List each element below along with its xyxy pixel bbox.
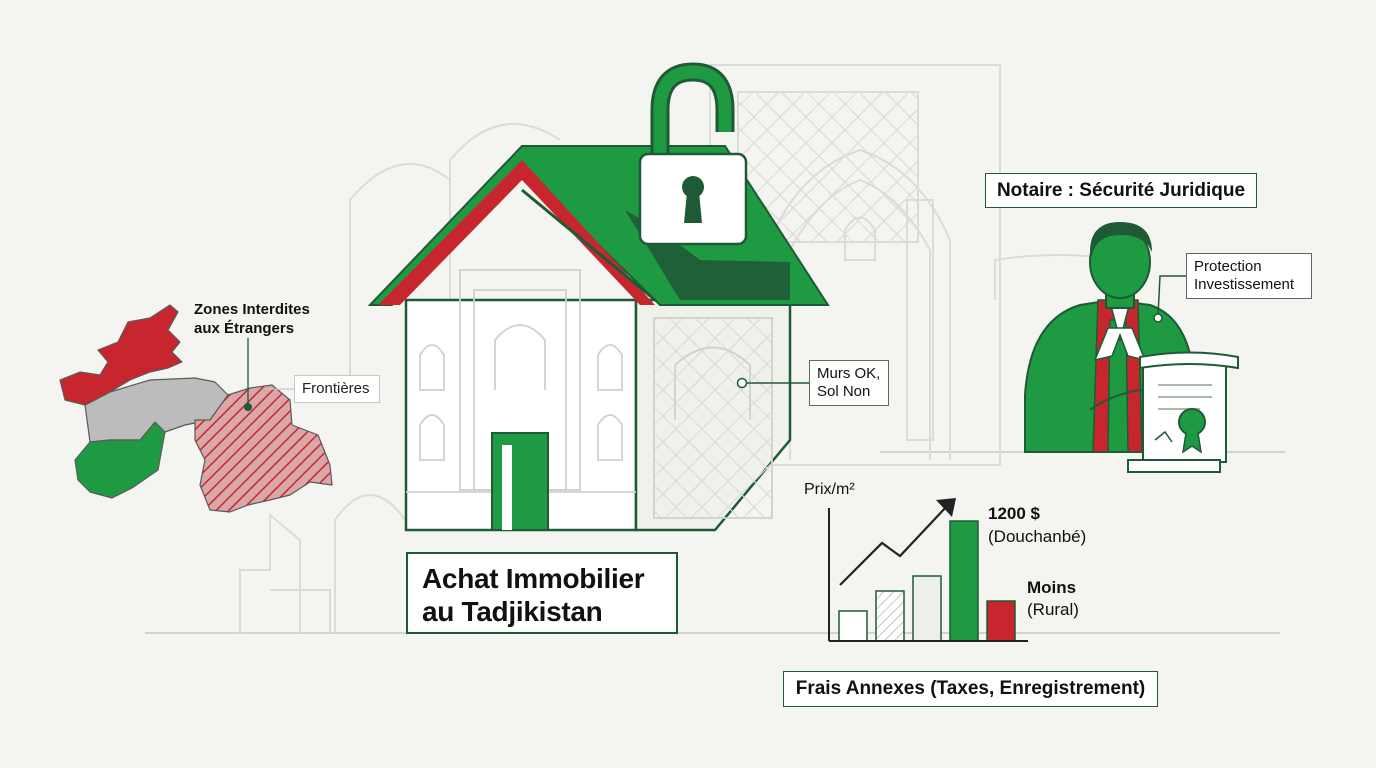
tajikistan-map: [59, 304, 333, 513]
borders-label: Frontières: [294, 375, 380, 403]
trend-arrow-head: [936, 498, 956, 517]
walls-label: Murs OK, Sol Non: [809, 360, 889, 406]
protection-connector: [1153, 275, 1186, 323]
map-region-hatched: [194, 384, 333, 513]
chart-y-axis-label: Prix/m²: [804, 481, 855, 498]
main-title: Achat Immobilier au Tadjikistan: [406, 552, 678, 634]
low-price-value: Moins: [1027, 578, 1077, 597]
price-bar-1: [838, 610, 868, 642]
price-bar-3: [912, 575, 942, 642]
map-region-green: [74, 421, 166, 499]
top-price-place: (Douchanbé): [988, 527, 1087, 546]
trend-arrow: [839, 504, 949, 586]
protection-line1: Protection: [1194, 258, 1262, 275]
forbidden-zones-line1: Zones Interdites: [194, 301, 310, 318]
main-title-line1: Achat Immobilier: [422, 563, 645, 594]
walls-line2: Sol Non: [817, 383, 871, 400]
walls-line1: Murs OK,: [817, 365, 881, 382]
forbidden-zones-label: Zones Interdites aux Étrangers: [194, 300, 310, 338]
notaire-label: Notaire : Sécurité Juridique: [985, 173, 1257, 208]
price-bar-5: [986, 600, 1016, 642]
top-price-value: 1200 $: [988, 504, 1040, 523]
protection-label: Protection Investissement: [1186, 253, 1312, 299]
main-title-line2: au Tadjikistan: [422, 596, 603, 627]
low-price-place: (Rural): [1027, 600, 1079, 619]
zones-connector: [244, 338, 294, 411]
price-bar-4: [949, 520, 979, 642]
forbidden-zones-line2: aux Étrangers: [194, 320, 295, 337]
protection-line2: Investissement: [1194, 276, 1295, 293]
fees-label: Frais Annexes (Taxes, Enregistrement): [783, 671, 1158, 707]
price-bar-2: [875, 590, 905, 642]
house-illustration: [367, 62, 830, 532]
map-region-forbidden-north: [59, 304, 183, 406]
walls-connector: [736, 377, 809, 389]
price-chart: [828, 498, 1028, 642]
notary-illustration: [1024, 222, 1239, 473]
